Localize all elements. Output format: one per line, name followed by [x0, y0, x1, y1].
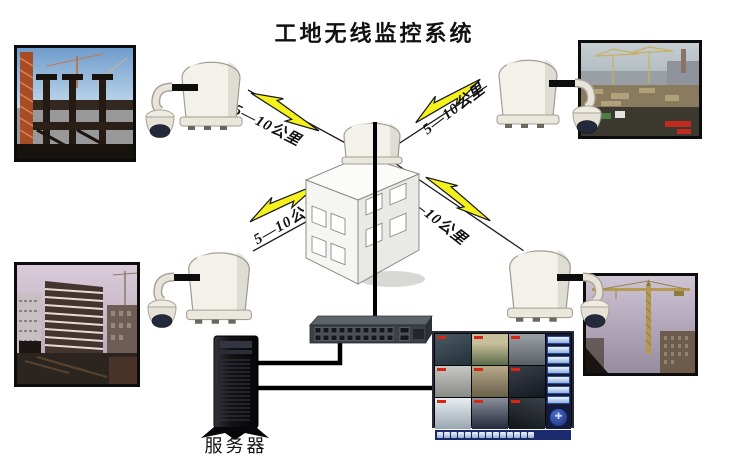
camera-feed [435, 398, 471, 429]
construction-photo-bottom-left [14, 262, 140, 387]
lightning-bolt-icon-bottom-right [417, 164, 500, 234]
feed-label-mark [474, 400, 483, 403]
dvr-menu-button [547, 396, 570, 404]
dome-antenna-icon [179, 58, 243, 130]
dome-antenna-icon [186, 248, 252, 324]
lightning-bolt-icon-top-right [407, 66, 490, 136]
camera-feed [435, 334, 471, 365]
dvr-menu-button [547, 366, 570, 374]
cctv-multiview-monitor-icon: ✚ [432, 331, 574, 440]
camera-feed [472, 398, 508, 429]
server-label: 服务器 [204, 436, 268, 456]
camera-feed [472, 334, 508, 365]
feed-label-mark [474, 368, 483, 371]
tower-server-icon [201, 335, 269, 440]
dvr-control-panel: ✚ [546, 334, 571, 429]
steel-structure-site-image [17, 48, 133, 159]
camera-feed [509, 334, 545, 365]
dvr-menu-button [547, 376, 570, 384]
diagram-title: 工地无线监控系统 [274, 21, 475, 46]
feed-label-mark [437, 400, 446, 403]
dvr-menu-button [547, 386, 570, 394]
central-dome-antenna-icon [341, 120, 403, 165]
feed-label-mark [437, 368, 446, 371]
ap-camera-unit-top-left [140, 46, 258, 146]
ap-camera-unit-top-right [485, 44, 609, 144]
dvr-menu-button [547, 356, 570, 364]
wireless-link-line-top-right [385, 85, 488, 153]
dvr-menu-button [547, 346, 570, 354]
feed-label-mark [511, 400, 520, 403]
dome-antenna-icon [507, 246, 573, 322]
camera-feed [435, 366, 471, 397]
ap-camera-unit-bottom-right [495, 234, 621, 338]
feed-label-mark [474, 336, 483, 339]
rackmount-switch-icon [309, 315, 433, 344]
ptz-dome-camera-icon [145, 82, 198, 138]
tower-crane-image [586, 276, 695, 373]
ap-camera-unit-bottom-left [142, 236, 266, 340]
video-wall-grid [435, 334, 545, 429]
dome-antenna-icon [496, 56, 560, 128]
dusk-building-image [17, 265, 137, 384]
channel-button-bar [435, 430, 571, 440]
feed-label-mark [511, 336, 520, 339]
dvr-menu-button [547, 336, 570, 344]
ptz-dome-camera-icon [549, 78, 602, 134]
camera-feed [472, 366, 508, 397]
lightning-bolt-icon-top-left [243, 79, 327, 145]
ptz-control-dial: ✚ [549, 408, 568, 427]
ptz-dome-camera-icon [147, 272, 200, 328]
camera-feed [509, 366, 545, 397]
construction-photo-bottom-right [583, 273, 698, 376]
ptz-cross-icon: ✚ [554, 412, 563, 422]
camera-feed [509, 398, 545, 429]
construction-photo-top-left [14, 45, 136, 162]
construction-photo-top-right [578, 40, 702, 139]
feed-label-mark [437, 336, 446, 339]
monitoring-center-building-icon [304, 155, 425, 287]
ptz-dome-camera-icon [557, 272, 610, 328]
feed-label-mark [511, 368, 520, 371]
site-panorama-image [581, 43, 699, 136]
